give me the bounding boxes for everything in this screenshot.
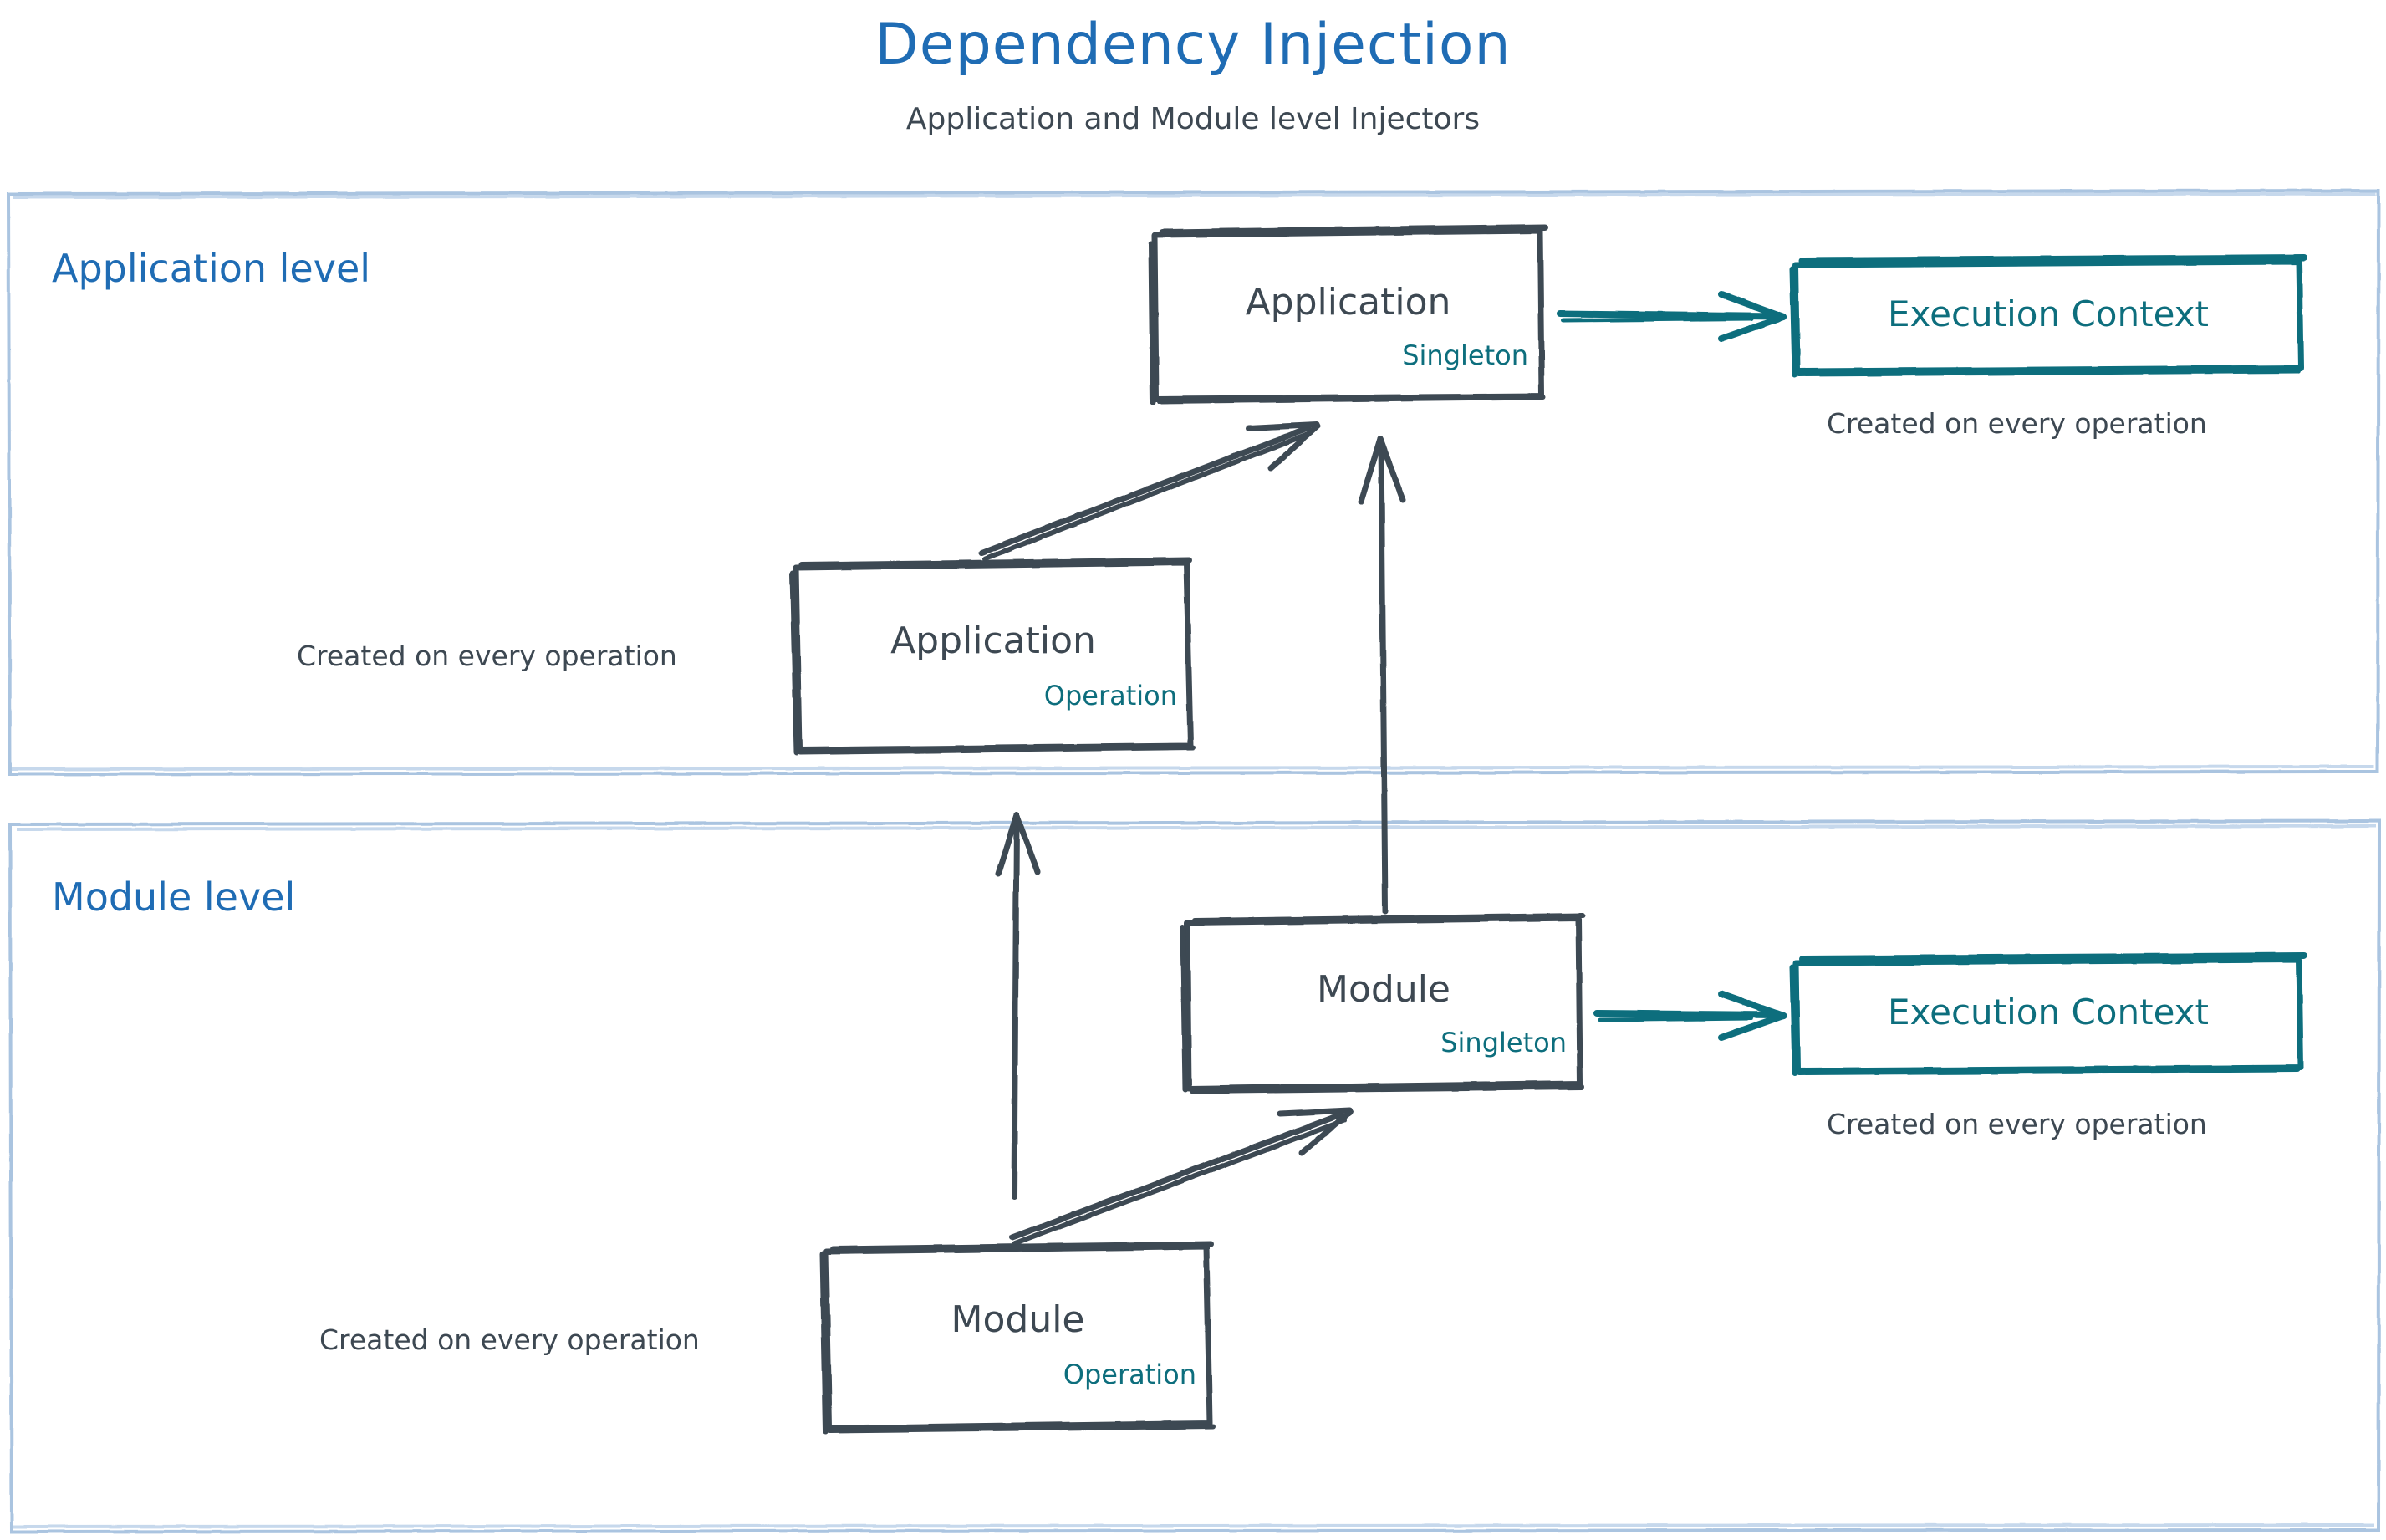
lane-label-application-level: Application level bbox=[52, 246, 371, 291]
node-title-execution-context-application: Execution Context bbox=[1888, 293, 2209, 334]
caption-execution-context-module: Created on every operation bbox=[1827, 1108, 2207, 1140]
edge-module-operation-to-module-singleton bbox=[1009, 1107, 1354, 1246]
node-scope-application-singleton: Singleton bbox=[1402, 339, 1528, 371]
node-title-module-operation: Module bbox=[951, 1298, 1085, 1341]
node-module-operation[interactable]: Module Operation bbox=[826, 1247, 1210, 1426]
node-title-module-singleton: Module bbox=[1317, 968, 1450, 1011]
node-application-singleton[interactable]: Application Singleton bbox=[1155, 231, 1542, 399]
caption-execution-context-application: Created on every operation bbox=[1827, 407, 2207, 440]
caption-module-operation: Created on every operation bbox=[319, 1323, 700, 1356]
caption-application-operation: Created on every operation bbox=[297, 640, 677, 672]
node-execution-context-application[interactable]: Execution Context bbox=[1796, 262, 2301, 371]
page-subtitle: Application and Module level Injectors bbox=[905, 102, 1481, 136]
node-scope-module-operation: Operation bbox=[1063, 1359, 1196, 1390]
edge-module-singleton-to-app-singleton bbox=[1358, 436, 1406, 915]
lane-label-module-level: Module level bbox=[52, 875, 296, 920]
page-title: Dependency Injection bbox=[874, 12, 1512, 78]
node-module-singleton[interactable]: Module Singleton bbox=[1187, 918, 1580, 1085]
edge-module-singleton-to-execution-context bbox=[1593, 991, 1787, 1041]
node-scope-module-singleton: Singleton bbox=[1440, 1027, 1567, 1058]
node-title-application-singleton: Application bbox=[1245, 281, 1451, 324]
node-title-execution-context-module: Execution Context bbox=[1888, 992, 2209, 1033]
edge-module-operation-to-app-operation bbox=[995, 812, 1041, 1201]
node-execution-context-module[interactable]: Execution Context bbox=[1796, 960, 2301, 1071]
node-title-application-operation: Application bbox=[890, 620, 1096, 662]
node-scope-application-operation: Operation bbox=[1043, 680, 1177, 711]
node-application-operation[interactable]: Application Operation bbox=[796, 563, 1190, 750]
edge-app-singleton-to-execution-context bbox=[1557, 291, 1787, 342]
